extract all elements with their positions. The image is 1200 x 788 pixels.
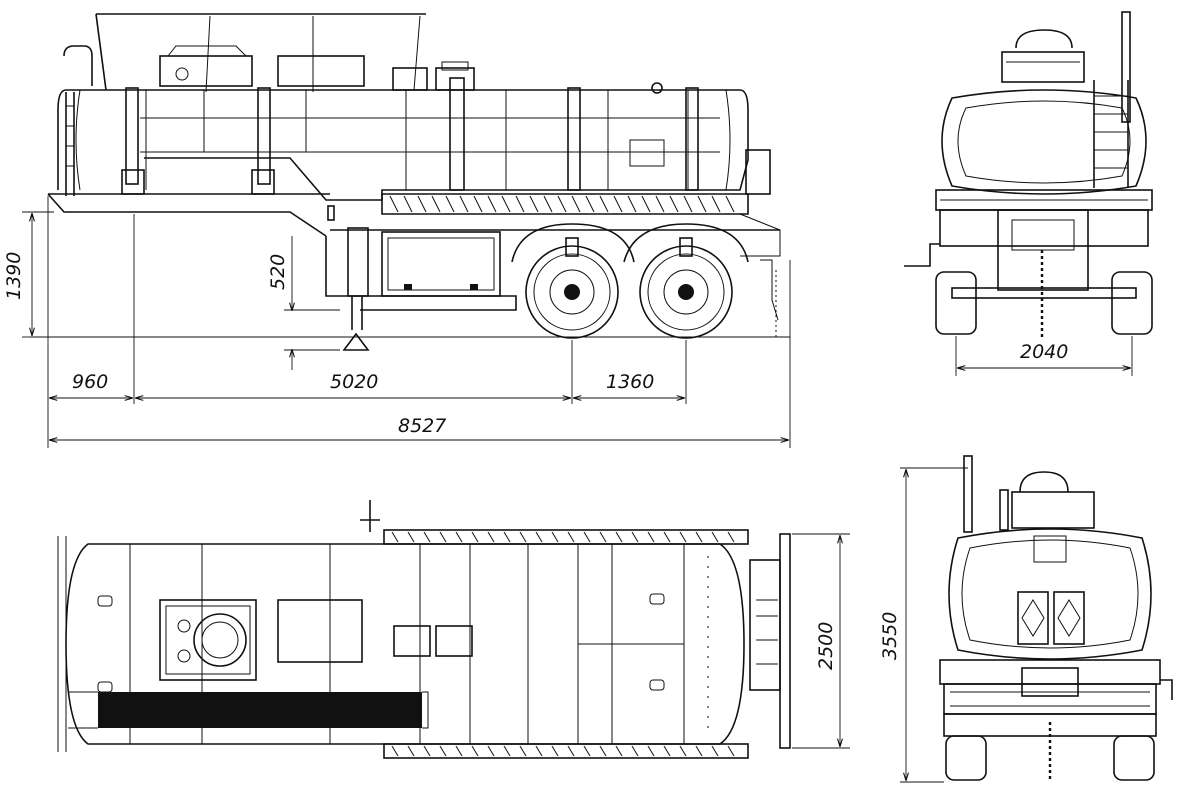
dimension-max-height: 3550 [879,467,968,783]
label-axle-spacing: 1360 [606,371,654,393]
wheels [511,223,779,340]
handrail [63,13,426,93]
chassis-frame [47,193,781,311]
label-fifth-wheel-height: 520 [267,254,289,290]
label-wheelbase: 5020 [330,371,378,393]
manhole-top [159,599,363,681]
front-view: 2040 [904,11,1153,376]
rear-view: 3550 [879,455,1173,783]
tool-box [381,231,501,297]
label-front-overhang: 960 [72,371,108,393]
label-max-height: 3550 [879,612,901,660]
landing-gear [327,205,370,351]
label-overall-height: 1390 [3,252,25,300]
label-overall-length: 8527 [398,415,446,437]
front-ladder [1093,80,1129,188]
dimension-overall-width: 2500 [792,533,850,749]
tank-body [57,82,771,201]
side-ladder [65,92,75,196]
tank-straps [121,77,699,195]
dimension-chain: 960 5020 1360 8527 [47,196,791,448]
walkway-grating [98,692,422,728]
side-view: 1390 520 960 5020 1360 8527 [3,13,791,448]
top-view: 2500 [57,500,850,759]
hazard-placards [1017,591,1085,645]
label-track-width: 2040 [1020,341,1068,363]
label-overall-width: 2500 [815,622,837,670]
dimension-overall-height: 1390 [3,211,54,338]
dimension-fifth-wheel-height: 520 [267,236,340,370]
dimension-track-width: 2040 [955,336,1133,376]
